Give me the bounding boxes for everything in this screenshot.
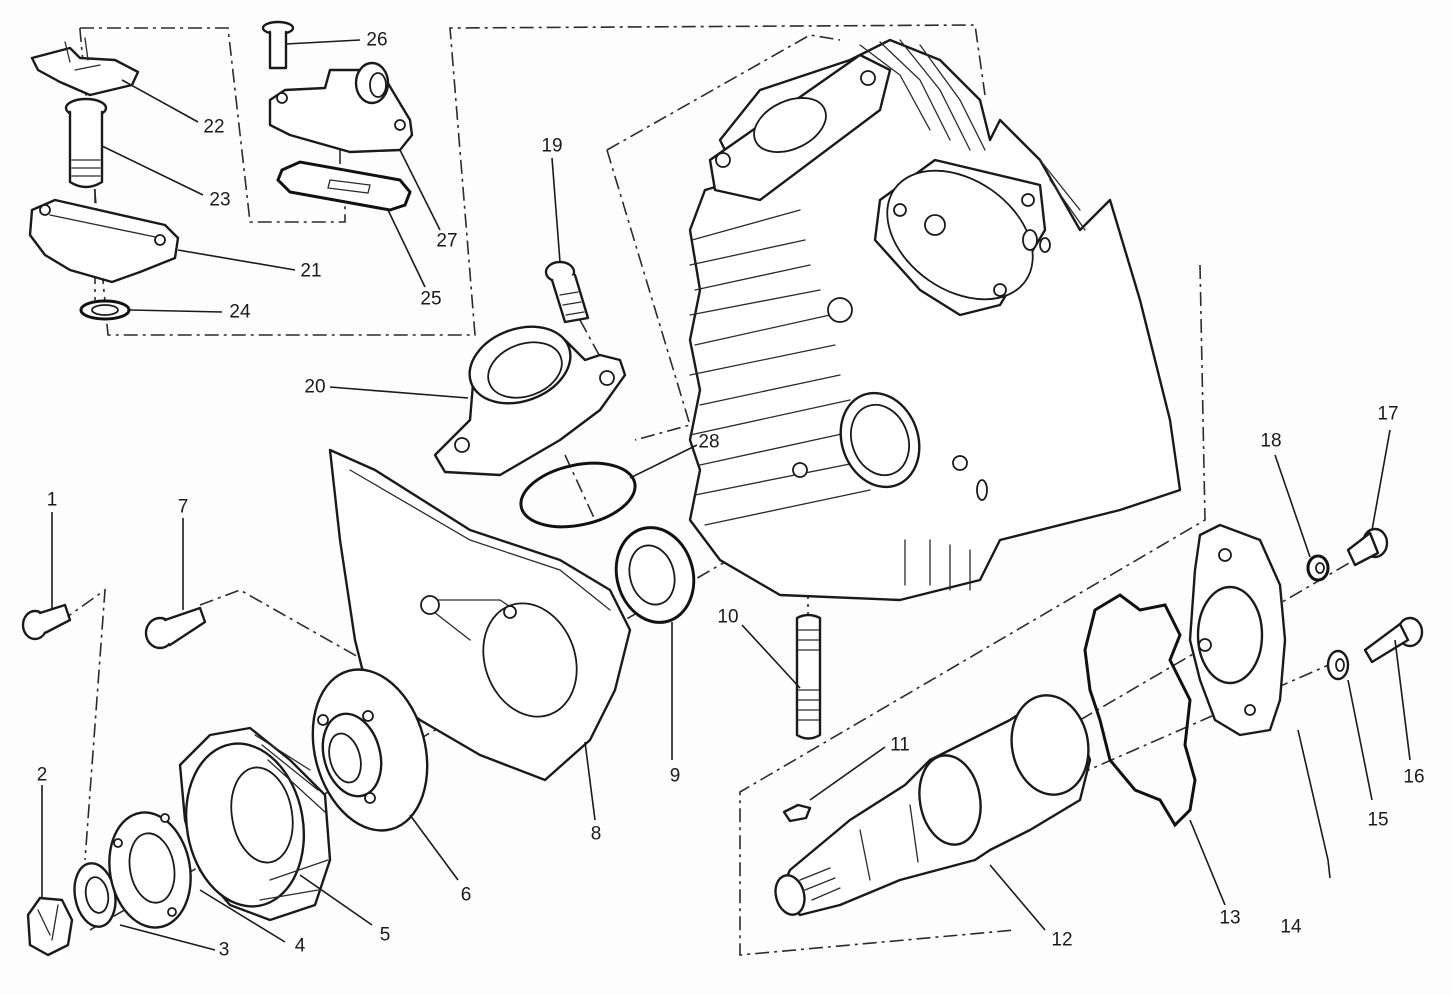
leader-15 bbox=[1347, 679, 1373, 801]
callout-12: 12 bbox=[1051, 929, 1073, 951]
callout-8: 8 bbox=[590, 823, 602, 845]
callout-5: 5 bbox=[379, 924, 391, 946]
leader-21 bbox=[177, 249, 296, 271]
leader-14 bbox=[1297, 729, 1331, 879]
callout-19: 19 bbox=[541, 135, 563, 157]
leader-19 bbox=[551, 157, 561, 263]
boundary-inlet-cover bbox=[80, 27, 346, 223]
part-25-gasket bbox=[276, 160, 412, 212]
leader-8 bbox=[584, 741, 596, 821]
callout-10: 10 bbox=[717, 606, 739, 628]
callout-28: 28 bbox=[698, 431, 720, 453]
callout-1: 1 bbox=[46, 489, 58, 511]
leader-24 bbox=[129, 309, 223, 313]
part-14-housing bbox=[1188, 523, 1287, 737]
part-24-washer bbox=[79, 299, 131, 321]
part-19-screw bbox=[544, 260, 590, 324]
leader-6 bbox=[409, 814, 459, 881]
leader-4 bbox=[199, 889, 286, 943]
callout-16: 16 bbox=[1403, 766, 1425, 788]
part-18-washer bbox=[1306, 554, 1330, 582]
callout-2: 2 bbox=[36, 764, 48, 786]
part-9-seal bbox=[614, 526, 696, 624]
leader-10 bbox=[741, 624, 801, 689]
part-1-bolt bbox=[21, 603, 72, 641]
boundary-camshaft bbox=[739, 264, 1206, 956]
callout-26: 26 bbox=[366, 29, 388, 51]
leader-16 bbox=[1394, 639, 1411, 761]
leader-12 bbox=[989, 864, 1046, 931]
part-21-cover bbox=[28, 198, 180, 284]
part-15-washer bbox=[1326, 649, 1350, 681]
callout-25: 25 bbox=[420, 288, 442, 310]
part-2-nut bbox=[26, 896, 74, 957]
boundary-head-left bbox=[606, 149, 692, 441]
part-28-oring bbox=[519, 461, 637, 529]
callout-11: 11 bbox=[890, 734, 910, 756]
part-7-bolt bbox=[144, 606, 207, 650]
leader-11 bbox=[809, 746, 886, 801]
axis-screw19 bbox=[579, 319, 611, 376]
boundary-head-intake bbox=[606, 34, 841, 151]
leader-27 bbox=[399, 149, 441, 231]
callout-14: 14 bbox=[1280, 916, 1302, 938]
callout-27: 27 bbox=[436, 230, 458, 252]
leader-23 bbox=[101, 145, 204, 196]
leader-22 bbox=[121, 79, 199, 123]
callout-22: 22 bbox=[203, 116, 225, 138]
callout-9: 9 bbox=[669, 765, 681, 787]
leader-26 bbox=[285, 39, 361, 45]
leader-18 bbox=[1274, 454, 1311, 558]
part-10-stud bbox=[795, 613, 822, 740]
callout-13: 13 bbox=[1219, 907, 1241, 929]
callout-24: 24 bbox=[229, 301, 251, 323]
part-12-camshaft bbox=[774, 694, 1092, 917]
part-6-hub bbox=[311, 668, 429, 832]
callout-21: 21 bbox=[300, 260, 322, 282]
part-4-plate bbox=[108, 811, 192, 929]
leader-13 bbox=[1189, 819, 1226, 906]
callout-20: 20 bbox=[304, 376, 326, 398]
cooling-fins bbox=[689, 209, 871, 526]
part-23-screw bbox=[64, 97, 108, 189]
callout-6: 6 bbox=[460, 884, 472, 906]
callout-4: 4 bbox=[294, 935, 306, 957]
callout-17: 17 bbox=[1377, 403, 1399, 425]
callout-15: 15 bbox=[1367, 809, 1389, 831]
leader-20 bbox=[329, 386, 469, 399]
leader-17 bbox=[1371, 429, 1391, 531]
callout-18: 18 bbox=[1260, 430, 1282, 452]
part-13-gasket bbox=[1083, 593, 1197, 828]
part-26-screw bbox=[261, 20, 295, 70]
part-3-washer bbox=[73, 862, 117, 928]
leader-lines bbox=[41, 39, 1411, 951]
part-11-key bbox=[782, 803, 812, 823]
part-20-spigot bbox=[433, 325, 627, 477]
boundary-bolt1 bbox=[59, 588, 106, 861]
leader-5 bbox=[299, 874, 373, 926]
part-5-pulley bbox=[178, 726, 332, 922]
part-22-clip bbox=[30, 37, 140, 97]
cylinder-head bbox=[688, 38, 1182, 602]
leader-25 bbox=[387, 209, 426, 288]
callout-7: 7 bbox=[177, 496, 189, 518]
leader-28 bbox=[629, 444, 698, 479]
leader-3 bbox=[119, 924, 216, 951]
part-17-plug bbox=[1346, 527, 1389, 567]
callout-23: 23 bbox=[209, 189, 231, 211]
callout-3: 3 bbox=[218, 939, 230, 961]
boundary-upper-left bbox=[79, 24, 986, 336]
part-27-inlet-cover bbox=[268, 61, 414, 154]
part-16-bolt bbox=[1363, 616, 1424, 664]
